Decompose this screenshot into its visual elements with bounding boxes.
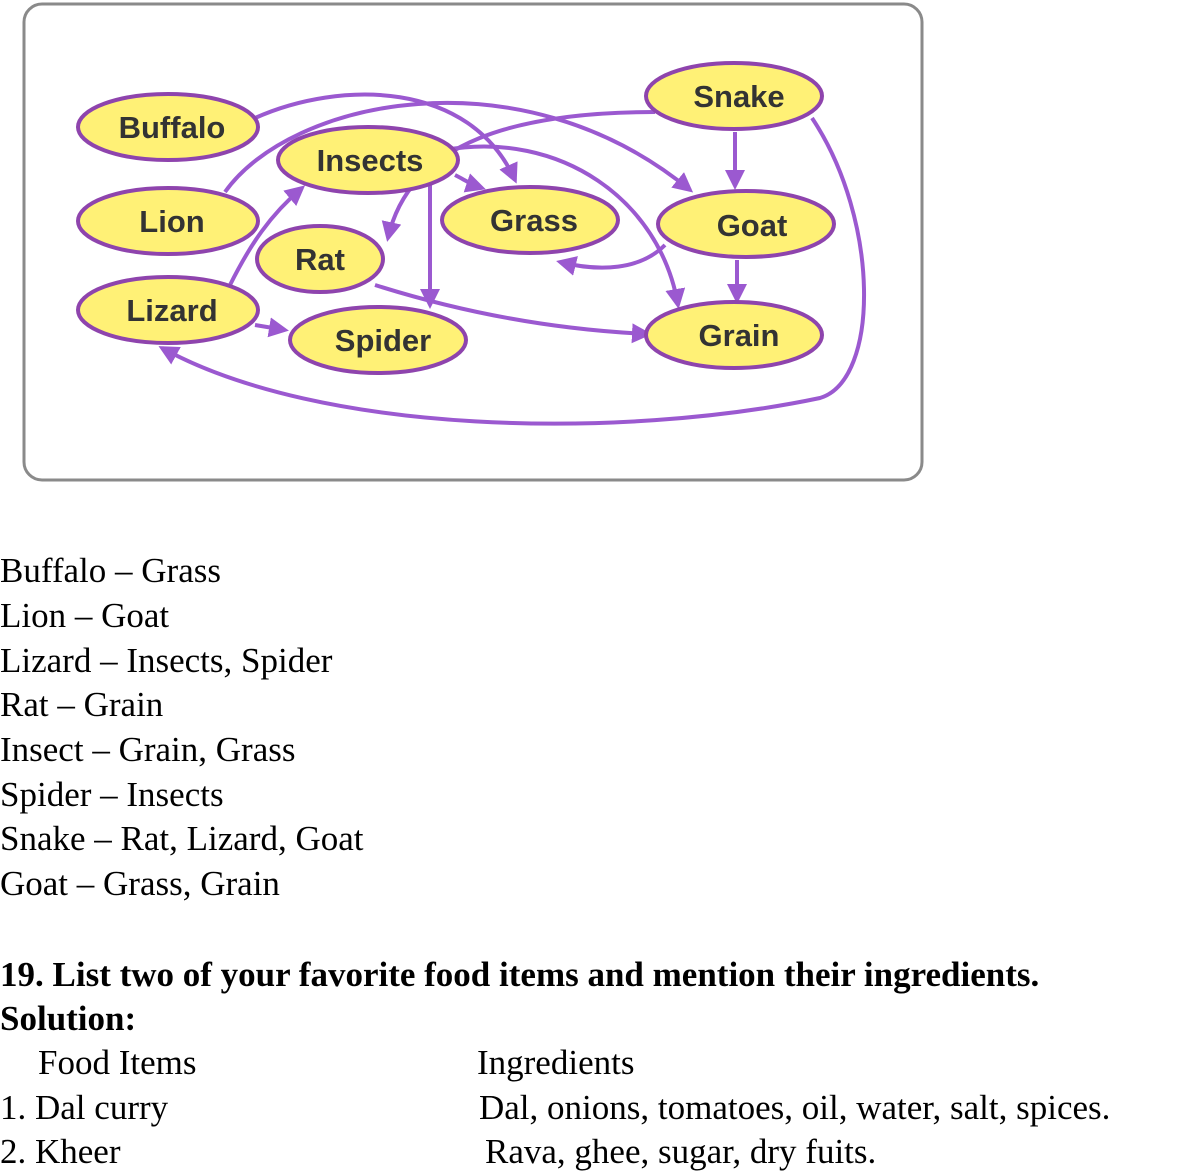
node-label-snake: Snake <box>693 79 784 114</box>
arrow-lizard-spider <box>254 317 289 338</box>
arrow-goat-grass <box>556 243 667 276</box>
food-web-arrows <box>158 92 867 426</box>
node-lion: Lion <box>76 186 260 256</box>
node-label-grass: Grass <box>490 203 578 238</box>
arrow-snake-rat <box>381 110 656 242</box>
table-row-food: 1. Dal curry <box>0 1088 169 1127</box>
node-label-lion: Lion <box>139 204 204 239</box>
relation-line: Spider – Insects <box>0 775 224 814</box>
header-food-items: Food Items <box>38 1043 197 1082</box>
node-label-goat: Goat <box>717 208 788 243</box>
food-web-diagram: Buffalo Lion Lizard Insects Rat Spider G… <box>22 2 924 482</box>
relation-line: Lizard – Insects, Spider <box>0 641 333 680</box>
node-snake: Snake <box>644 61 824 131</box>
node-spider: Spider <box>288 305 468 375</box>
arrow-insects-grass <box>454 173 486 193</box>
node-label-spider: Spider <box>335 323 431 358</box>
arrow-lion-goat <box>223 100 694 194</box>
relation-line: Goat – Grass, Grain <box>0 864 280 903</box>
node-label-insects: Insects <box>317 143 424 178</box>
relation-line: Buffalo – Grass <box>0 551 221 590</box>
node-rat: Rat <box>255 224 385 294</box>
header-ingredients: Ingredients <box>477 1043 635 1082</box>
arrow-lizard-insects <box>228 185 306 286</box>
arrow-rat-grain <box>374 283 652 344</box>
solution-label: Solution: <box>0 999 137 1038</box>
node-goat: Goat <box>656 189 836 259</box>
node-grass: Grass <box>440 185 620 255</box>
relation-line: Snake – Rat, Lizard, Goat <box>0 819 364 858</box>
question-heading: 19. List two of your favorite food items… <box>0 955 1040 994</box>
relation-line: Rat – Grain <box>0 685 164 724</box>
node-label-grain: Grain <box>699 318 780 353</box>
relation-line: Lion – Goat <box>0 596 170 635</box>
node-label-rat: Rat <box>295 242 345 277</box>
node-buffalo: Buffalo <box>76 92 260 162</box>
node-label-buffalo: Buffalo <box>119 110 226 145</box>
arrow-insects-grain <box>444 144 686 309</box>
node-lizard: Lizard <box>76 275 260 345</box>
arrow-snake-lizard <box>158 116 867 426</box>
table-row-ingredients: Dal, onions, tomatoes, oil, water, salt,… <box>479 1088 1111 1127</box>
node-insects: Insects <box>276 125 460 195</box>
table-row-food: 2. Kheer <box>0 1132 121 1171</box>
table-row-ingredients: Rava, ghee, sugar, dry fuits. <box>485 1132 877 1171</box>
relation-line: Insect – Grain, Grass <box>0 730 296 769</box>
node-label-lizard: Lizard <box>126 293 217 328</box>
node-grain: Grain <box>644 300 824 370</box>
